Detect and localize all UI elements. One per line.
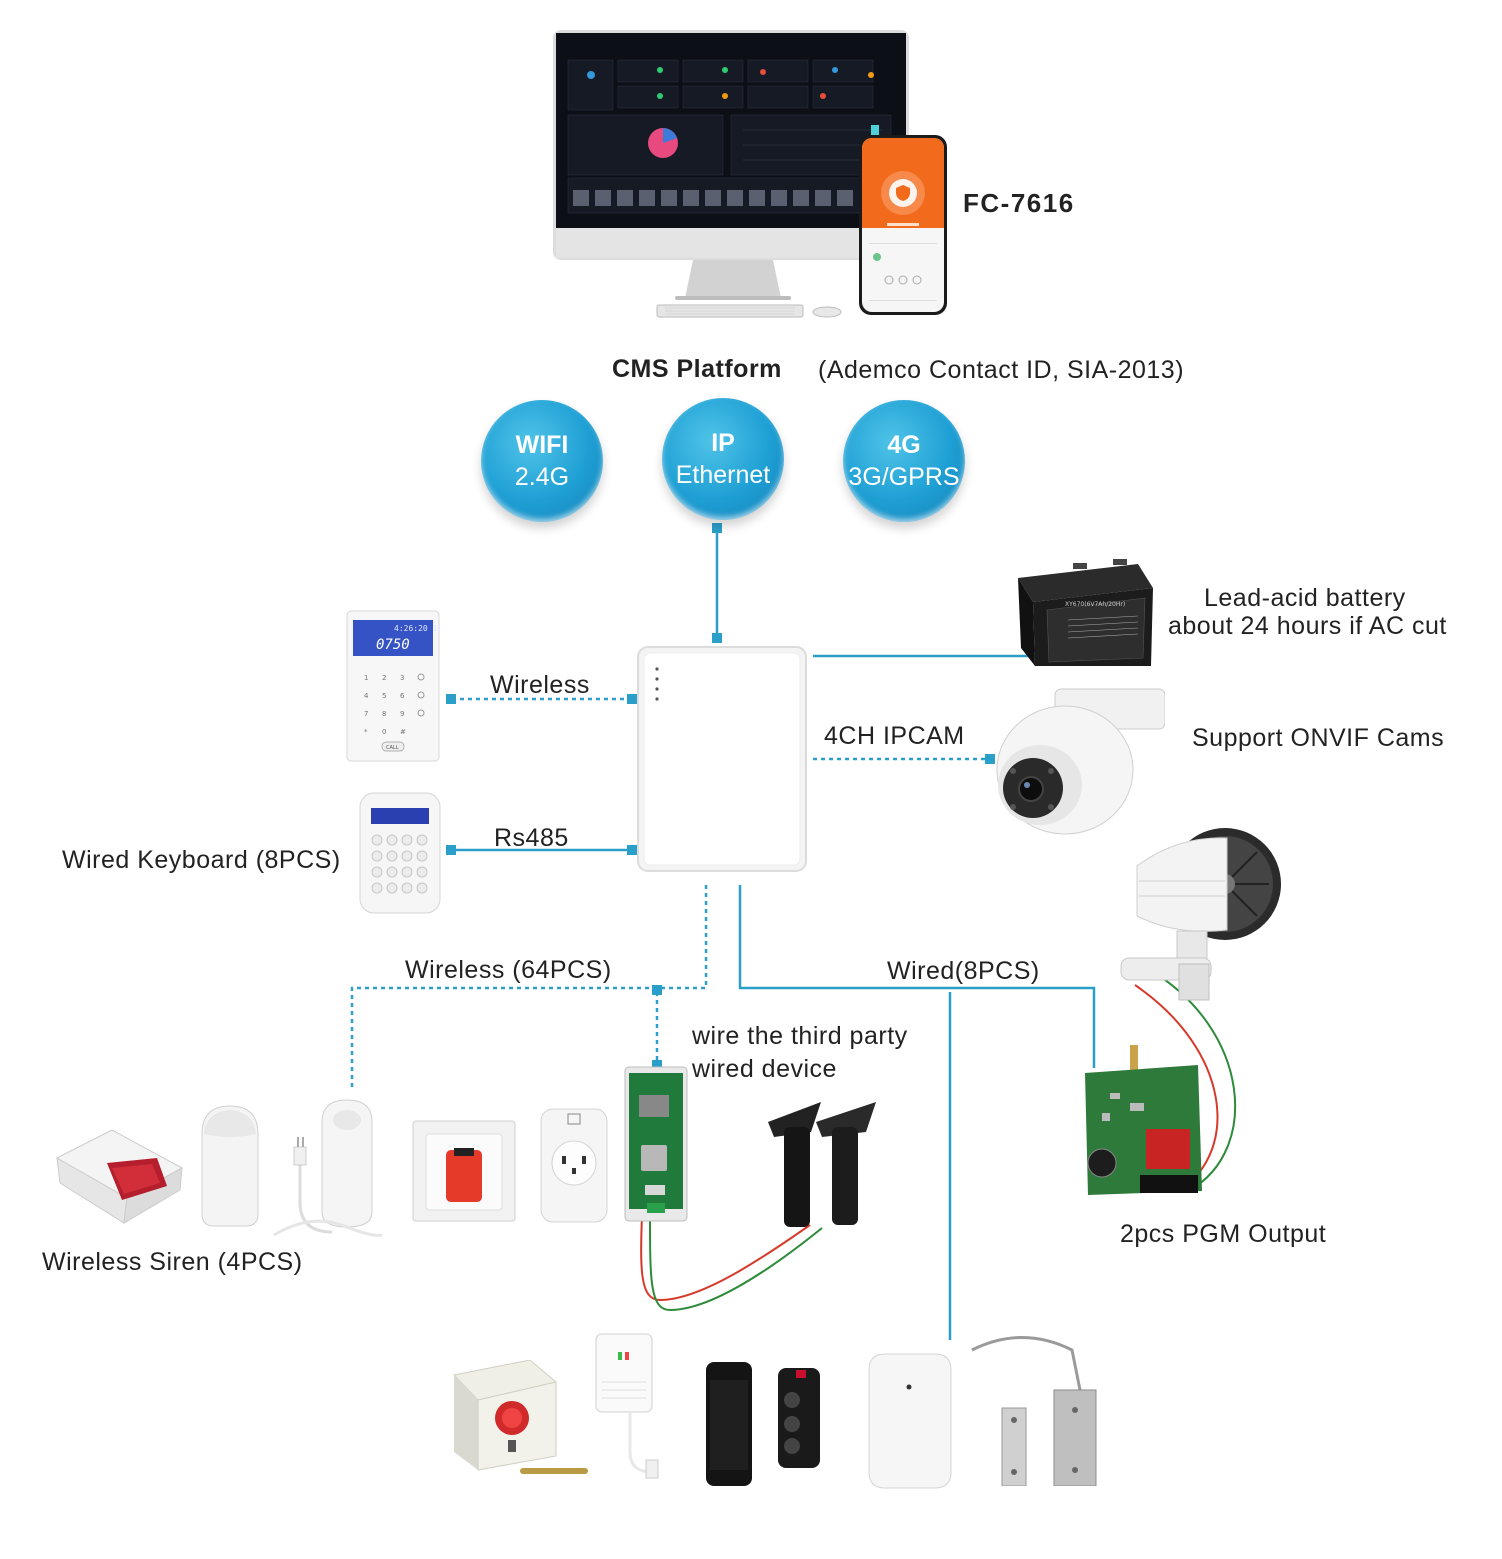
pir-motion-sensor xyxy=(198,1104,262,1228)
product-name: FC-7616 xyxy=(963,188,1075,218)
roller-door-contact xyxy=(962,1330,1102,1487)
key-6: 6 xyxy=(400,692,405,700)
ip-ethernet: Ethernet xyxy=(675,461,771,489)
key-1: 1 xyxy=(364,674,368,682)
keypad-call: CALL xyxy=(386,745,399,751)
keypad-code: 0750 xyxy=(376,637,410,653)
wired-8pcs-label: Wired(8PCS) xyxy=(887,957,1040,985)
beam-detector-pair xyxy=(766,1102,878,1228)
battery-label-1: Lead-acid battery xyxy=(1204,584,1406,612)
wired-outdoor-siren xyxy=(1117,826,1292,1001)
onvif-label: Support ONVIF Cams xyxy=(1192,724,1445,752)
key-7: 7 xyxy=(364,710,368,718)
key-star: * xyxy=(364,728,368,736)
wireless-siren-label: Wireless Siren (4PCS) xyxy=(42,1248,303,1276)
wired-keyboard-label: Wired Keyboard (8PCS) xyxy=(62,846,341,874)
mobile-app-phone xyxy=(859,135,947,315)
glass-break-detector xyxy=(592,1332,672,1482)
wireless-siren xyxy=(52,1128,187,1228)
pgm-output-label: 2pcs PGM Output xyxy=(1120,1220,1327,1248)
water-leak-sensor xyxy=(272,1092,384,1237)
battery-label-2: about 24 hours if AC cut xyxy=(1168,612,1447,640)
ip-camera xyxy=(995,685,1166,835)
wired-keyboard xyxy=(359,792,441,914)
wifi-band: 2.4G xyxy=(514,463,570,491)
third-party-label-1: wire the third party xyxy=(692,1022,908,1050)
wired-pir-detector xyxy=(865,1352,955,1490)
key-5: 5 xyxy=(382,692,386,700)
cellular-bands: 3G/GPRS xyxy=(848,463,960,491)
smart-plug xyxy=(540,1108,608,1223)
rs485-link-label: Rs485 xyxy=(494,824,569,852)
cellular-title: 4G xyxy=(887,431,921,459)
cms-platform-title: CMS Platform xyxy=(612,355,782,383)
wifi-bubble: WIFI 2.4G xyxy=(481,400,603,522)
wireless-keypad: 4:26:20 16 0750 1 2 3 4 5 6 7 8 9 * 0 # … xyxy=(346,610,442,762)
cellular-bubble: 4G 3G/GPRS xyxy=(843,400,965,522)
key-hash: # xyxy=(400,728,406,736)
key-2: 2 xyxy=(382,674,386,682)
emergency-button-key xyxy=(450,1359,590,1480)
pgm-relay-board xyxy=(1080,1043,1205,1198)
ipcam-link-label: 4CH IPCAM xyxy=(824,722,965,750)
ip-title: IP xyxy=(711,429,735,457)
lead-acid-battery: XY670(6V7Ah/20Hr) xyxy=(1013,558,1155,670)
cms-monitor xyxy=(553,30,909,300)
keyboard-mouse xyxy=(655,302,855,322)
photobeam-detector-black xyxy=(700,1360,830,1488)
wireless-link-label: Wireless xyxy=(490,671,590,699)
battery-model: XY670(6V7Ah/20Hr) xyxy=(1065,601,1125,608)
ip-bubble: IP Ethernet xyxy=(662,398,784,520)
alarm-hub-panel xyxy=(636,645,808,873)
key-3: 3 xyxy=(400,674,404,682)
keypad-time: 4:26:20 16 xyxy=(394,624,440,633)
key-4: 4 xyxy=(364,692,369,700)
key-9: 9 xyxy=(400,710,404,718)
key-0: 0 xyxy=(382,728,386,736)
wireless-transmitter-pcb xyxy=(623,1065,689,1223)
wifi-title: WIFI xyxy=(515,431,569,459)
cms-protocols: (Ademco Contact ID, SIA-2013) xyxy=(818,356,1185,384)
third-party-label-2: wired device xyxy=(692,1055,837,1083)
key-8: 8 xyxy=(382,710,386,718)
wireless-64pcs-label: Wireless (64PCS) xyxy=(405,956,612,984)
panic-button-wall xyxy=(412,1120,516,1222)
